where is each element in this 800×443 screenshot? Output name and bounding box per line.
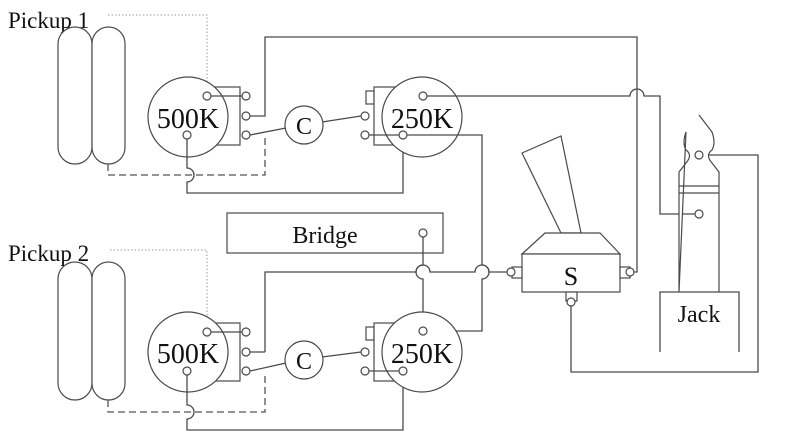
ground-to-jack-wire bbox=[427, 88, 695, 215]
pickup-1-circuit: Pickup 1 500K C 250K bbox=[8, 8, 695, 332]
bridge: Bridge bbox=[226, 212, 444, 327]
tone-pot-2: 250K bbox=[360, 311, 463, 393]
volume-pot-1-label: 500K bbox=[157, 104, 219, 135]
cap-wire-2 bbox=[249, 351, 362, 372]
pickup-2-coil-b bbox=[91, 261, 126, 401]
toggle-switch: S bbox=[506, 135, 635, 307]
pickup-2-circuit: Pickup 2 500K C 250K bbox=[8, 241, 463, 431]
pickup-1-shield-wire bbox=[108, 14, 208, 84]
pickup-2-output-wire bbox=[264, 264, 507, 352]
bridge-label: Bridge bbox=[292, 223, 357, 249]
switch-label: S bbox=[564, 262, 578, 291]
capacitor-2-label: C bbox=[296, 349, 312, 375]
switch-to-jack-wire bbox=[570, 154, 759, 373]
ground-wire-2 bbox=[186, 375, 404, 431]
pickup-1-coil-a bbox=[57, 26, 93, 165]
pickup-2-shield-wire bbox=[110, 249, 208, 318]
pickup-1-coil-b bbox=[91, 26, 126, 165]
volume-pot-2: 500K bbox=[147, 311, 265, 393]
tone-pot-1: 250K bbox=[360, 76, 463, 158]
capacitor-1 bbox=[284, 105, 324, 145]
capacitor-2 bbox=[284, 340, 324, 380]
pickup-2-hot-wire bbox=[107, 372, 266, 413]
capacitor-1-label: C bbox=[296, 114, 312, 140]
volume-pot-1: 500K bbox=[147, 76, 251, 158]
volume-pot-2-label: 500K bbox=[157, 339, 219, 370]
ground-wire-1 bbox=[186, 139, 404, 194]
output-jack: Jack bbox=[659, 114, 740, 352]
cap-wire-1 bbox=[249, 115, 362, 136]
tone-pot-2-label: 250K bbox=[391, 339, 453, 370]
tone-pot-1-label: 250K bbox=[391, 104, 453, 135]
pickup-1-hot-wire bbox=[107, 136, 266, 176]
jack-label: Jack bbox=[678, 302, 721, 328]
pickup-1-output-wire bbox=[250, 36, 638, 273]
pickup-2-coil-a bbox=[57, 261, 93, 401]
